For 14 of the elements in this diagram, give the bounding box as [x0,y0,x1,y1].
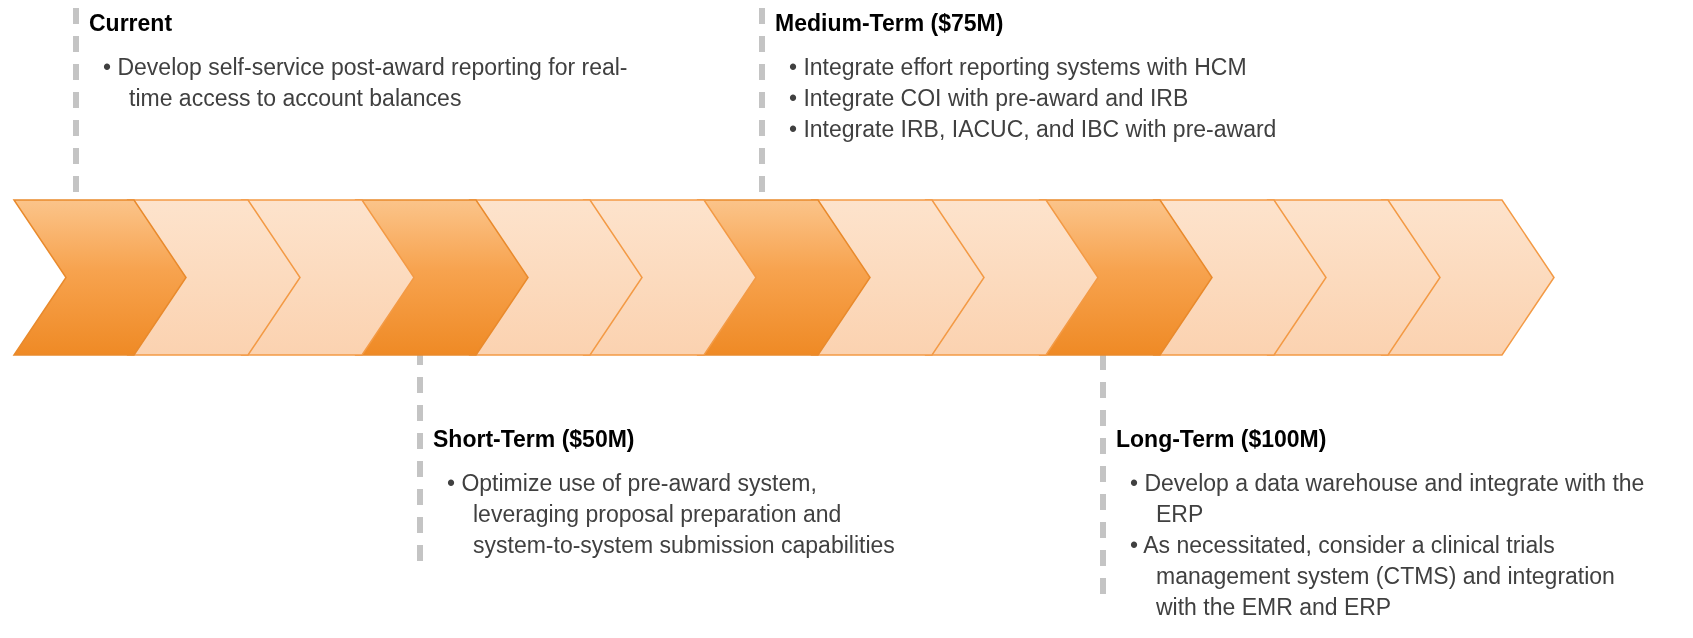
phase-heading: Long-Term ($100M) [1116,425,1328,454]
dashed-leader-line [417,355,423,561]
phase-heading: Medium-Term ($75M) [775,9,1005,38]
bullet-item: • Optimize use of pre-award system, leveraging proposal preparation and system-to-system submission capabilities [446,469,896,560]
chevron-segment [14,200,186,355]
bullet-item: • Develop a data warehouse and integrate with the ERP [1129,469,1646,529]
bullet-item: • Develop self-service post-award reporting for real-time access to account balances [102,53,629,113]
bullet-item: • As necessitated, consider a clinical trials management system (CTMS) and integration with the EMR and ERP [1129,531,1616,622]
bullet-item: • Integrate effort reporting systems with HCM [788,53,1248,82]
bullet-item: • Integrate IRB, IACUC, and IBC with pre-award [788,115,1278,144]
phase-heading: Current [89,9,174,38]
dashed-leader-line [1100,355,1106,594]
bullet-item: • Integrate COI with pre-award and IRB [788,84,1190,113]
phase-heading: Short-Term ($50M) [433,425,636,454]
